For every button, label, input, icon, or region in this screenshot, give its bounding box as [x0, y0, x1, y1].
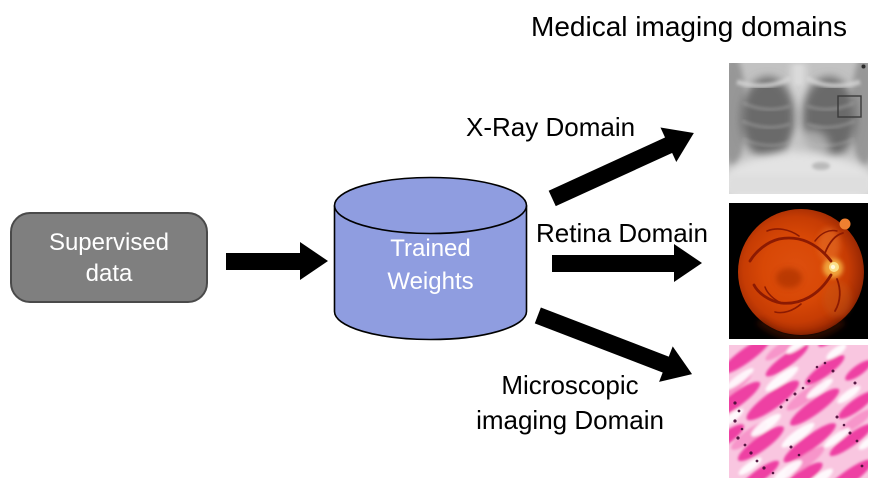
trained-weights-label: Trained Weights [387, 235, 474, 295]
retina-domain-label: Retina Domain [536, 218, 708, 248]
arrow-head-icon [674, 244, 702, 282]
arrow-shaft [226, 252, 302, 270]
supervised-data-box: Supervised data [10, 212, 208, 303]
trained-weights-cylinder: Trained Weights [333, 176, 528, 341]
supervised-data-label: Supervised data [48, 228, 170, 287]
diagram-title: Medical imaging domains [531, 11, 847, 42]
retina-fundus-image [729, 203, 868, 339]
xray-domain-label: X-Ray Domain [466, 112, 636, 142]
microscopy-tissue-image [729, 345, 868, 478]
microscopic-domain-label: Microscopic imaging Domain [476, 370, 664, 435]
arrow-shaft [534, 307, 671, 373]
arrow-shaft [548, 136, 674, 206]
arrow-head-icon [660, 115, 702, 162]
arrow-shaft [552, 254, 676, 272]
chest-xray-image [729, 63, 868, 194]
arrow-supervised-to-weights [226, 241, 328, 281]
database-cylinder-icon [333, 176, 528, 341]
arrow-to-retina-domain [552, 243, 702, 283]
arrow-head-icon [300, 242, 328, 280]
